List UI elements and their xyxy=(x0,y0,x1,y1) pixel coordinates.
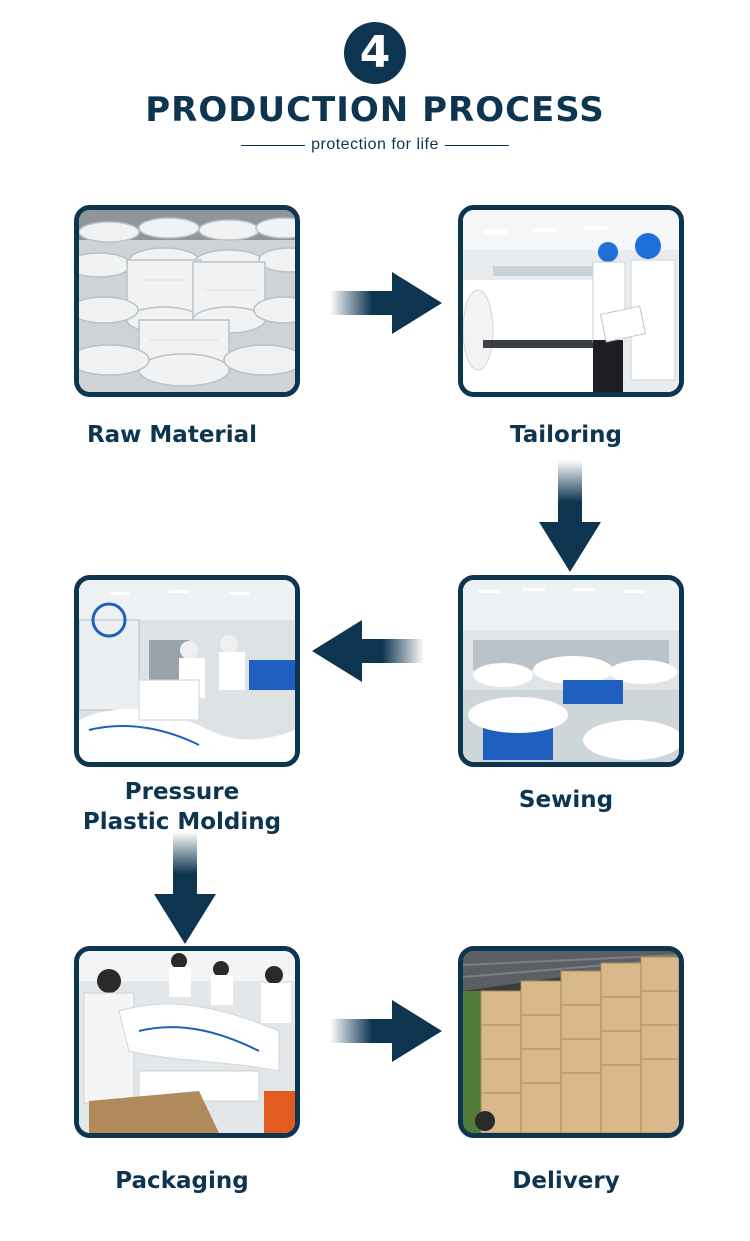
arrow-down-1 xyxy=(539,460,601,572)
subtitle-row: protection for life xyxy=(0,136,750,154)
raw-material-photo xyxy=(74,205,300,397)
pressure-molding-photo xyxy=(74,575,300,767)
tailoring-photo xyxy=(458,205,684,397)
step-label-pressure-line2: Plastic Molding xyxy=(82,809,282,835)
delivery-photo xyxy=(458,946,684,1138)
subtitle: protection for life xyxy=(311,136,439,153)
tailoring-workshop-image xyxy=(463,210,679,392)
step-label-pressure-molding: Pressure Plastic Molding xyxy=(74,777,290,837)
step-label-sewing: Sewing xyxy=(518,787,614,813)
step-label-packaging: Packaging xyxy=(115,1168,249,1194)
stacked-cartons-truck-image xyxy=(463,951,679,1133)
sewing-photo xyxy=(458,575,684,767)
arrow-right-2 xyxy=(330,1000,442,1062)
page-title: PRODUCTION PROCESS xyxy=(145,90,605,130)
step-label-delivery: Delivery xyxy=(512,1168,620,1194)
subtitle-line-left xyxy=(241,144,306,146)
step-label-pressure-line1: Pressure xyxy=(124,779,240,805)
pressure-molding-workshop-image xyxy=(79,580,295,762)
packaging-workers-image xyxy=(79,951,295,1133)
arrow-left-1 xyxy=(312,620,424,682)
step-number: 4 xyxy=(359,27,391,78)
sewing-workshop-image xyxy=(463,580,679,762)
arrow-down-2 xyxy=(154,832,216,944)
step-number-badge: 4 xyxy=(344,22,406,84)
step-label-raw-material: Raw Material xyxy=(86,422,258,448)
step-label-tailoring: Tailoring xyxy=(510,422,622,448)
arrow-right-1 xyxy=(330,272,442,334)
raw-material-rolls-image xyxy=(79,210,295,392)
subtitle-line-right xyxy=(444,144,509,146)
packaging-photo xyxy=(74,946,300,1138)
